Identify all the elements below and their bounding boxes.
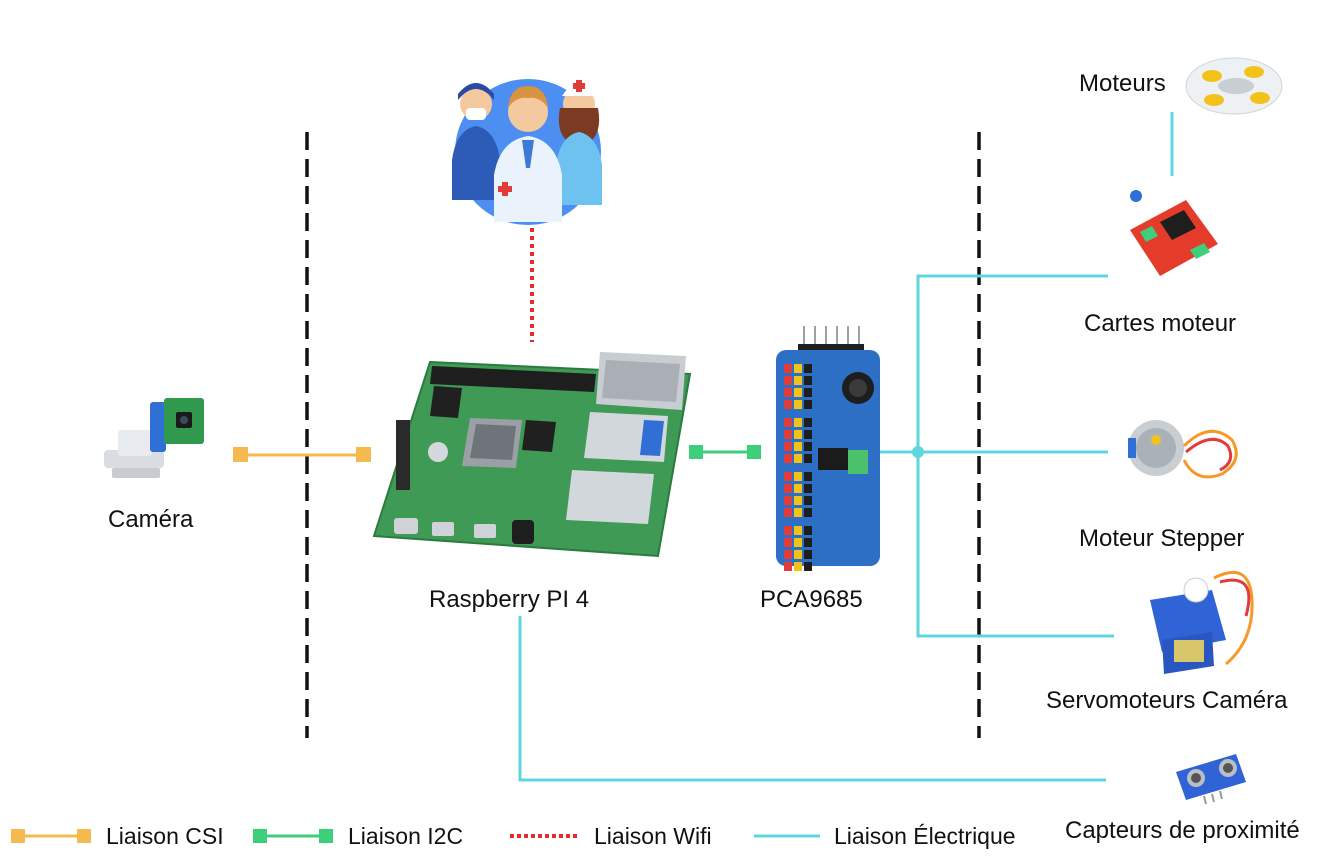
pca-pin xyxy=(804,364,812,373)
legend-wifi: Liaison Wifi xyxy=(510,818,712,854)
pca-pin xyxy=(794,562,802,571)
proximity-label: Capteurs de proximité xyxy=(1065,817,1300,844)
i2c-legend-icon xyxy=(253,829,333,843)
pca-pin xyxy=(804,562,812,571)
pca-pin xyxy=(794,538,802,547)
pca-pin xyxy=(804,538,812,547)
legend-csi: Liaison CSI xyxy=(10,818,224,854)
ultrasonic-sensor-icon xyxy=(1176,754,1246,805)
servo-label: Servomoteurs Caméra xyxy=(1046,687,1288,714)
pca-pin xyxy=(794,484,802,493)
pca-pin xyxy=(794,400,802,409)
pca-pin xyxy=(794,388,802,397)
pca-pin xyxy=(794,418,802,427)
pca-pin xyxy=(794,454,802,463)
pca-pin xyxy=(784,364,792,373)
pca-pin xyxy=(784,454,792,463)
csi-legend-icon xyxy=(11,829,91,843)
pca-pin xyxy=(784,484,792,493)
pca-pin xyxy=(804,508,812,517)
pca-pin xyxy=(784,472,792,481)
legend-i2c: Liaison I2C xyxy=(252,818,463,854)
i2c-link xyxy=(689,445,761,459)
pca-pin xyxy=(794,442,802,451)
pca-pin xyxy=(784,526,792,535)
legend-wifi-label: Liaison Wifi xyxy=(594,822,712,849)
pca-pin xyxy=(794,526,802,535)
electric-legend-icon xyxy=(754,834,820,838)
pca-pin xyxy=(784,388,792,397)
pca-pin xyxy=(794,496,802,505)
wifi-legend-icon xyxy=(510,834,580,838)
pca-pin xyxy=(794,376,802,385)
pca-pin xyxy=(784,562,792,571)
medical-staff-icon xyxy=(452,79,602,225)
pca-pin xyxy=(794,550,802,559)
pca-pin xyxy=(804,430,812,439)
pca-pin xyxy=(784,400,792,409)
raspberry-label: Raspberry PI 4 xyxy=(429,586,590,613)
pca-pin xyxy=(784,442,792,451)
legend-electric-label: Liaison Électrique xyxy=(834,822,1016,849)
pca-pin xyxy=(804,496,812,505)
motors-label: Moteurs xyxy=(1079,70,1166,97)
pca-pin xyxy=(784,538,792,547)
pca-pin xyxy=(784,508,792,517)
pca9685-board-icon xyxy=(776,326,880,571)
pca-pin xyxy=(794,472,802,481)
legend-i2c-label: Liaison I2C xyxy=(348,822,464,849)
pca-pin xyxy=(784,418,792,427)
pca-pin xyxy=(804,418,812,427)
pca-pin xyxy=(804,376,812,385)
legend-electric: Liaison Électrique xyxy=(754,818,1016,854)
robot-car-chassis-icon xyxy=(1185,57,1283,115)
motor-driver-board-icon xyxy=(1130,190,1218,276)
pca-pin xyxy=(804,550,812,559)
pca-pin xyxy=(804,400,812,409)
pca-pin xyxy=(794,508,802,517)
motor-boards-label: Cartes moteur xyxy=(1084,310,1237,337)
electric-junction xyxy=(912,446,924,458)
pca-pin xyxy=(804,472,812,481)
stepper-motor-icon xyxy=(1128,420,1238,479)
pca-pin xyxy=(784,430,792,439)
pca-pin xyxy=(794,430,802,439)
raspberry-pi-board-icon xyxy=(372,352,692,558)
servo-motor-icon xyxy=(1150,570,1254,674)
pca-pin xyxy=(794,364,802,373)
pca-pin xyxy=(784,550,792,559)
pca-label: PCA9685 xyxy=(760,586,863,613)
pca-pin xyxy=(804,484,812,493)
csi-link xyxy=(233,447,371,462)
pca-pin xyxy=(804,454,812,463)
camera-module-icon xyxy=(104,398,204,478)
legend-csi-label: Liaison CSI xyxy=(106,822,224,849)
stepper-label: Moteur Stepper xyxy=(1079,525,1245,552)
pca-pin xyxy=(804,442,812,451)
pca-pin xyxy=(804,526,812,535)
pca-pin xyxy=(784,376,792,385)
pca-pin xyxy=(784,496,792,505)
pca-pin xyxy=(804,388,812,397)
camera-label: Caméra xyxy=(108,506,194,533)
